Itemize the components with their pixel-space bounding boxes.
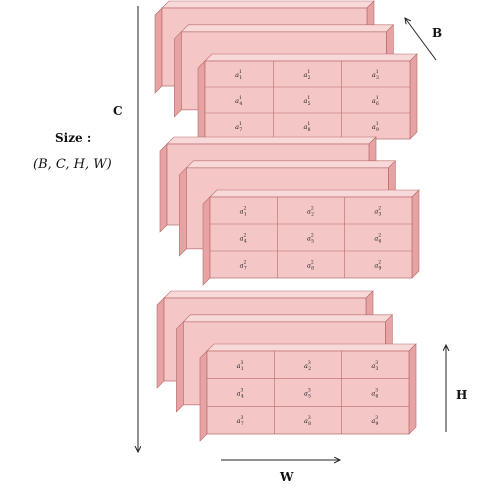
block-right-face <box>411 189 420 279</box>
block-left-face <box>202 196 211 286</box>
block-front-face <box>209 196 413 279</box>
h-axis-label: H <box>456 388 467 402</box>
b-axis-arrow <box>405 18 437 61</box>
block-top-face <box>206 343 417 352</box>
b-axis-label: B <box>432 26 442 40</box>
block-front-face <box>206 350 410 435</box>
block-left-face <box>197 60 206 147</box>
block-right-face <box>409 53 418 140</box>
w-axis-label: W <box>279 470 294 484</box>
block-right-face <box>408 343 417 435</box>
block-left-face <box>159 143 168 233</box>
block-left-face <box>154 7 163 94</box>
block-front-face <box>204 60 411 140</box>
size-formula: (B, C, H, W) <box>33 157 112 172</box>
block-top-face <box>185 160 397 169</box>
block-left-face <box>174 31 182 118</box>
block-top-face <box>204 53 418 62</box>
block-top-face <box>180 24 395 33</box>
block-left-face <box>156 297 165 389</box>
block-top-face <box>161 0 375 9</box>
block-left-face <box>179 167 187 257</box>
block-left-face <box>176 321 184 413</box>
block-top-face <box>209 189 420 198</box>
block-left-face <box>199 350 208 442</box>
block-top-face <box>182 314 394 323</box>
size-title: Size : <box>55 131 91 145</box>
block-top-face <box>163 290 374 299</box>
c-axis-label: C <box>113 104 123 118</box>
block-top-face <box>166 136 377 145</box>
